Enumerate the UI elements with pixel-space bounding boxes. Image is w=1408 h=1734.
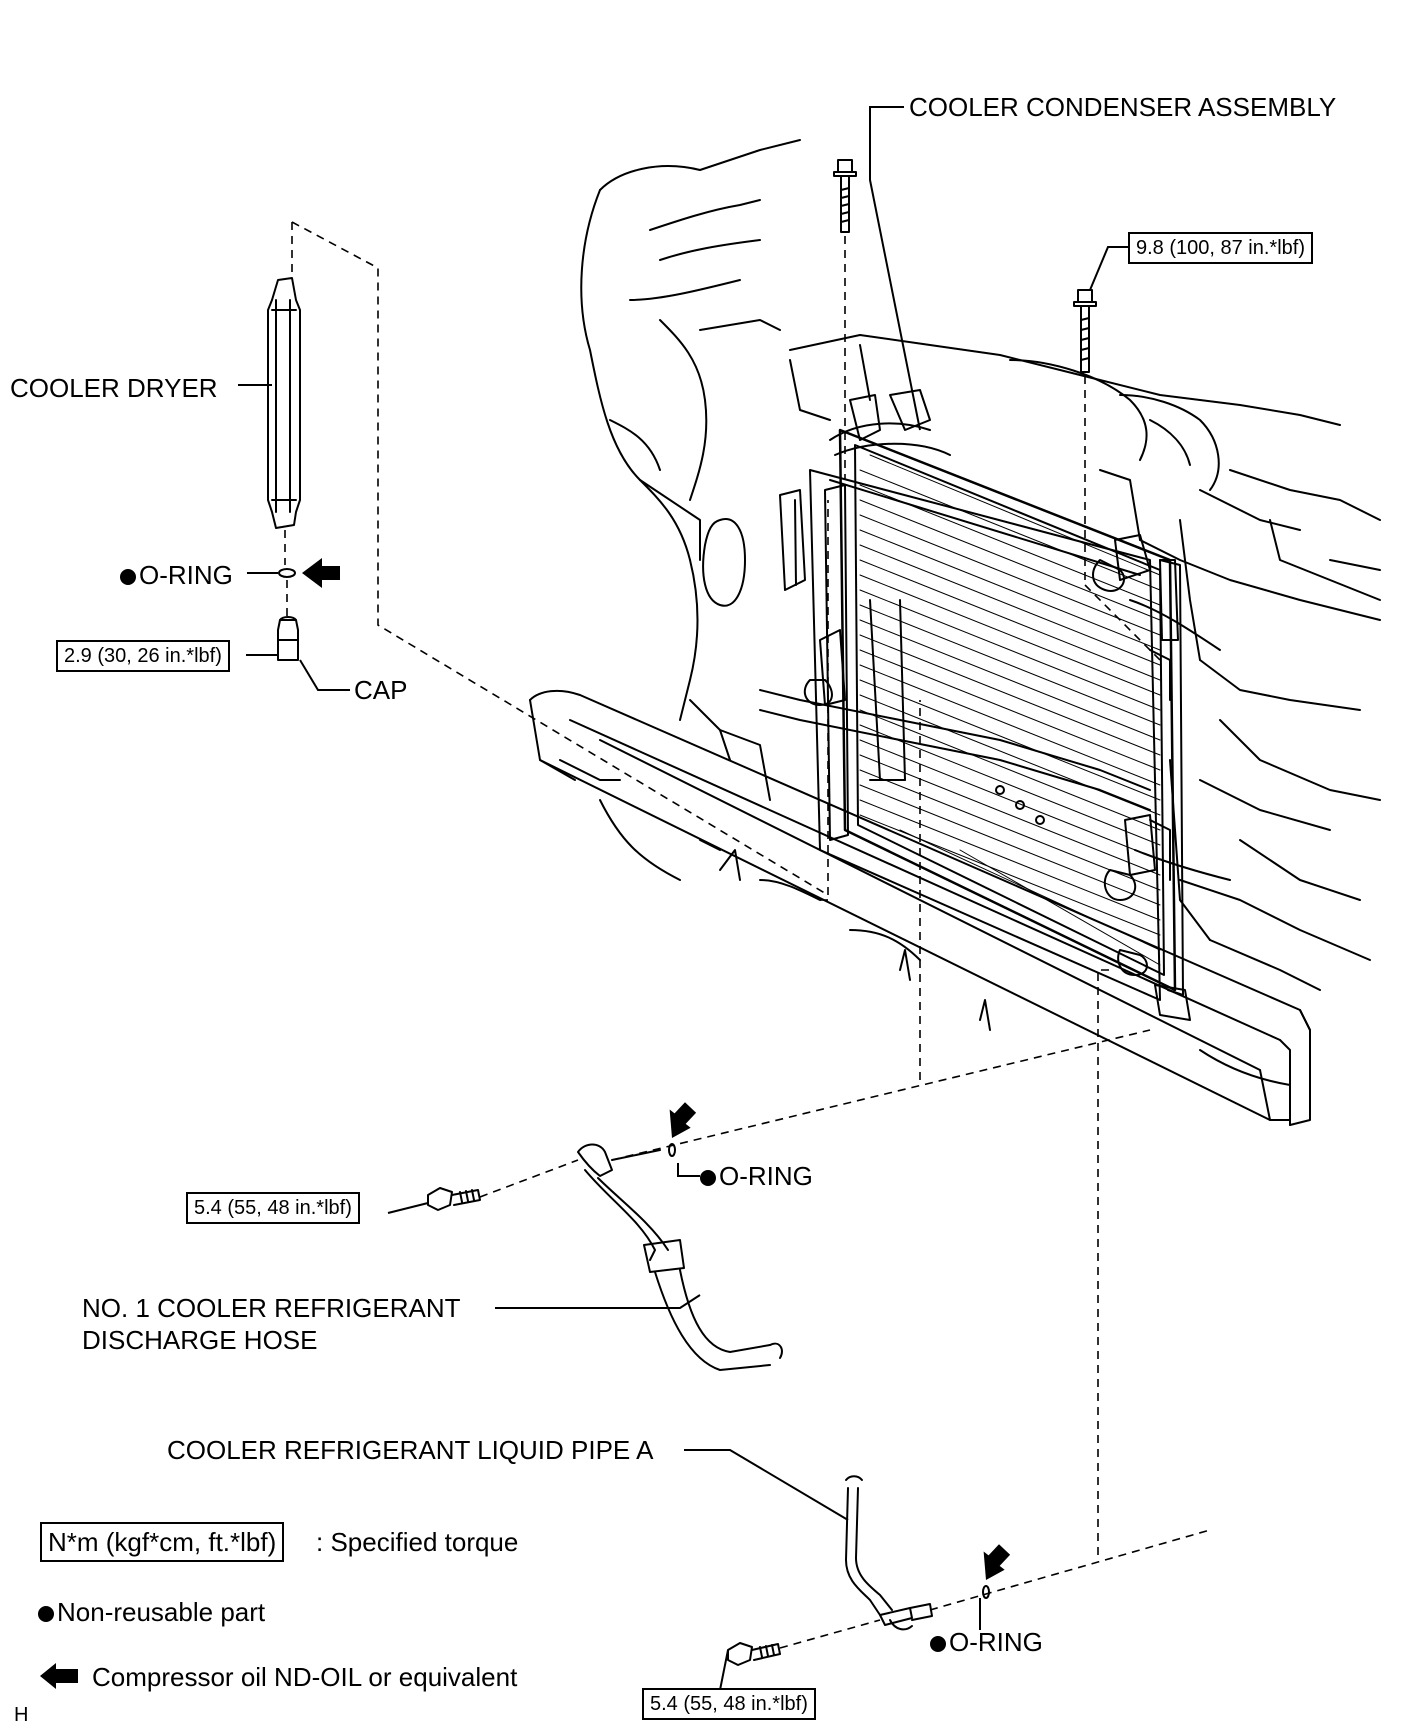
bumper-reinforcement (529, 689, 1311, 1126)
hose-o-ring (668, 1143, 676, 1157)
legend-torque-desc: : Specified torque (316, 1527, 519, 1557)
oil-arrows (302, 558, 1011, 1580)
assembly-lines (284, 221, 1211, 1649)
dryer-o-ring-label: O-RING (120, 560, 233, 590)
o-ring-text: O-RING (139, 560, 233, 590)
legend-oil-text: Compressor oil ND-OIL or equivalent (92, 1662, 518, 1692)
condenser-label: COOLER CONDENSER ASSEMBLY (909, 92, 1337, 122)
cooler-dryer (267, 277, 301, 529)
legend-nonreusable: Non-reusable part (38, 1597, 265, 1627)
legend-torque-box: N*m (kgf*cm, ft.*lbf) (40, 1522, 285, 1562)
liquid-pipe-label: COOLER REFRIGERANT LIQUID PIPE A (167, 1435, 654, 1465)
pipe-o-ring-label: O-RING (930, 1627, 1043, 1657)
liquid-pipe-a (845, 1475, 933, 1631)
liquid-pipe-bolt (727, 1642, 781, 1666)
dryer-o-ring (278, 568, 296, 578)
non-reusable-dot-icon (930, 1636, 946, 1652)
filled-circle-icon (38, 1606, 54, 1622)
legend-oil: Compressor oil ND-OIL or equivalent (40, 1662, 517, 1695)
discharge-hose-bolt (427, 1187, 481, 1211)
leader-lines (238, 106, 1128, 1691)
o-ring-text: O-RING (949, 1627, 1043, 1657)
o-ring-text: O-RING (719, 1161, 813, 1191)
oil-arrow-icon (40, 1663, 78, 1695)
non-reusable-dot-icon (120, 569, 136, 585)
pipe-o-ring (982, 1585, 990, 1599)
oil-arrow-icon (302, 558, 340, 588)
condenser-bolt-left (833, 159, 857, 233)
cap-label: CAP (354, 675, 408, 705)
non-reusable-dot-icon (700, 1170, 716, 1186)
pipe-torque-box: 5.4 (55, 48 in.*lbf) (642, 1688, 816, 1720)
oil-arrow-icon (983, 1544, 1011, 1580)
oil-arrow-icon (669, 1102, 697, 1138)
discharge-hose (577, 1143, 783, 1371)
condenser-torque-box: 9.8 (100, 87 in.*lbf) (1128, 232, 1313, 264)
cap-torque-box: 2.9 (30, 26 in.*lbf) (56, 640, 230, 672)
vehicle-front-body (580, 139, 1381, 991)
discharge-hose-label-line1: NO. 1 COOLER REFRIGERANT (82, 1293, 461, 1323)
figure-code: H (14, 1704, 29, 1726)
radiator (809, 469, 1161, 1001)
hose-torque-box: 5.4 (55, 48 in.*lbf) (186, 1192, 360, 1224)
condenser-bolt-right (1073, 289, 1097, 373)
discharge-hose-label-line2: DISCHARGE HOSE (82, 1325, 318, 1355)
cooler-condenser (803, 389, 1231, 1021)
hose-o-ring-label: O-RING (700, 1161, 813, 1191)
cap (277, 616, 299, 661)
legend-nonreusable-text: Non-reusable part (57, 1597, 266, 1627)
condenser-fins (859, 454, 1161, 966)
dryer-label: COOLER DRYER (10, 373, 218, 403)
